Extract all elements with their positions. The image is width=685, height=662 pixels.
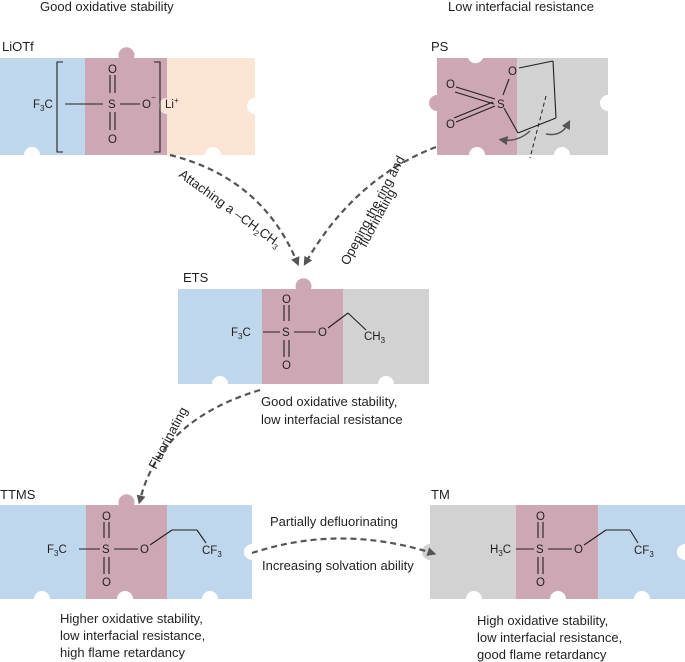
oxygen-link: O <box>140 544 149 556</box>
puzzle-piece-blue <box>167 505 252 599</box>
header-low-interfacial-resistance: Low interfacial resistance <box>448 0 594 14</box>
bracket-right <box>154 61 161 153</box>
puzzle-piece-gray <box>517 58 608 155</box>
oxygen-atom: O <box>102 511 111 523</box>
puzzle-hole-bottom <box>202 591 218 607</box>
bracket-left <box>56 61 63 153</box>
ttms-property-line: Higher oxidative stability, <box>60 611 203 626</box>
ttms-property-line: low interfacial resistance, <box>60 628 205 643</box>
puzzle-hole-bottom <box>24 147 40 163</box>
oxygen-ring: O <box>508 66 517 78</box>
puzzle-piece-pink <box>85 47 167 155</box>
ets-property-line: low interfacial resistance <box>261 412 403 427</box>
tm-property-line: High oxidative stability, <box>477 613 608 628</box>
ets-structure: F3C S O O O CH3 <box>231 294 386 372</box>
trifluoromethyl-label: CF3 <box>634 545 654 559</box>
ps-group: PS S O O O <box>429 39 608 163</box>
trifluoromethyl-label: F3C <box>47 544 67 558</box>
puzzle-hole-bottom <box>634 591 650 607</box>
tm-property-line: low interfacial resistance, <box>477 630 622 645</box>
puzzle-piece-pink <box>516 505 598 599</box>
oxygen-atom: O <box>536 511 545 523</box>
puzzle-piece-pink <box>429 58 517 155</box>
ets-property-line: Good oxidative stability, <box>261 394 397 409</box>
ttms-property-line: high flame retardancy <box>60 645 186 660</box>
ets-label: ETS <box>183 270 209 285</box>
oxygen-atom: O <box>108 134 117 146</box>
tm-label: TM <box>431 487 450 502</box>
sulfur-atom: S <box>282 327 290 339</box>
oxygen-atom: O <box>282 294 291 306</box>
curved-arrow-right <box>545 120 571 136</box>
puzzle-piece-gray <box>343 289 429 384</box>
liotf-puzzle <box>0 47 255 163</box>
tm-structure: H3C S O O O CF3 <box>490 511 654 589</box>
curved-arrow-left <box>498 130 531 146</box>
puzzle-hole-bottom <box>34 591 50 607</box>
oxygen-anion: O <box>142 99 151 111</box>
ttms-group: TTMS F3C S O O O CF3 Higher oxidati <box>0 487 252 660</box>
oxygen-atom: O <box>446 79 455 91</box>
puzzle-piece-peach <box>159 58 255 155</box>
negative-charge: − <box>151 93 156 102</box>
oxygen-atom: O <box>446 119 455 131</box>
ets-puzzle <box>178 278 429 392</box>
sulfur-atom: S <box>536 544 544 556</box>
puzzle-piece-blue <box>178 289 262 384</box>
oxygen-atom: O <box>108 64 117 76</box>
trifluoromethyl-label: F3C <box>33 99 53 113</box>
liotf-label: LiOTf <box>2 39 34 54</box>
ets-group: ETS F3C S O O O CH3 Good oxidative stabi… <box>178 270 429 427</box>
arrow-ttms-to-tm <box>251 537 437 556</box>
liotf-group: LiOTf F3C S O O O − Li+ <box>0 39 255 163</box>
puzzle-hole-bottom <box>212 376 228 392</box>
ttms-label: TTMS <box>0 487 36 502</box>
liotf-structure: F3C S O O O − Li+ <box>33 61 179 153</box>
ps-structure: S O O O <box>446 60 571 159</box>
puzzle-hole-bottom <box>469 147 485 163</box>
sulfur-atom: S <box>497 99 505 111</box>
oxygen-atom: O <box>282 360 291 372</box>
puzzle-hole-bottom <box>466 591 482 607</box>
arrow-label-fluorinating: Fluorinating <box>145 404 190 471</box>
arrow-label-partially-defluorinating: Partially defluorinating <box>270 514 398 529</box>
puzzle-piece-blue <box>0 505 86 599</box>
puzzle-piece-pink <box>86 494 167 599</box>
sulfur-atom: S <box>102 544 110 556</box>
tm-puzzle <box>422 505 685 607</box>
ttms-structure: F3C S O O O CF3 <box>47 511 222 589</box>
puzzle-piece-blue <box>0 58 85 155</box>
cleavage-line <box>529 95 547 159</box>
ps-label: PS <box>431 39 449 54</box>
puzzle-piece-gray <box>422 505 516 599</box>
sulfur-atom: S <box>108 99 116 111</box>
trifluoromethyl-label: CF3 <box>202 545 222 559</box>
arrow-liotf-to-ets <box>169 153 300 267</box>
tm-group: TM H3C S O O O CF3 High oxidative s <box>422 487 685 662</box>
puzzle-piece-blue <box>598 505 685 599</box>
puzzle-hole-bottom <box>554 147 570 163</box>
tm-property-line: good flame retardancy <box>477 647 607 662</box>
methyl-label: H3C <box>490 544 511 558</box>
ps-puzzle <box>429 58 608 163</box>
arrow-ets-to-ttms <box>136 388 261 505</box>
oxygen-link: O <box>574 544 583 556</box>
ttms-puzzle <box>0 494 252 607</box>
reaction-arrows <box>136 145 437 556</box>
puzzle-hole-bottom <box>117 591 133 607</box>
puzzle-hole-bottom <box>378 376 394 392</box>
oxygen-link: O <box>318 327 327 339</box>
methyl-label: CH3 <box>364 331 386 345</box>
header-good-oxidative-stability: Good oxidative stability <box>40 0 174 14</box>
arrow-ps-to-ets <box>303 145 437 266</box>
puzzle-hole-bottom <box>205 147 221 163</box>
oxygen-atom: O <box>102 577 111 589</box>
puzzle-piece-pink <box>262 278 343 384</box>
puzzle-hole-bottom <box>550 591 566 607</box>
arrow-label-increasing-solvation: Increasing solvation ability <box>262 558 414 573</box>
lithium-cation: Li+ <box>165 96 179 111</box>
trifluoromethyl-label: F3C <box>231 327 251 341</box>
oxygen-atom: O <box>536 577 545 589</box>
